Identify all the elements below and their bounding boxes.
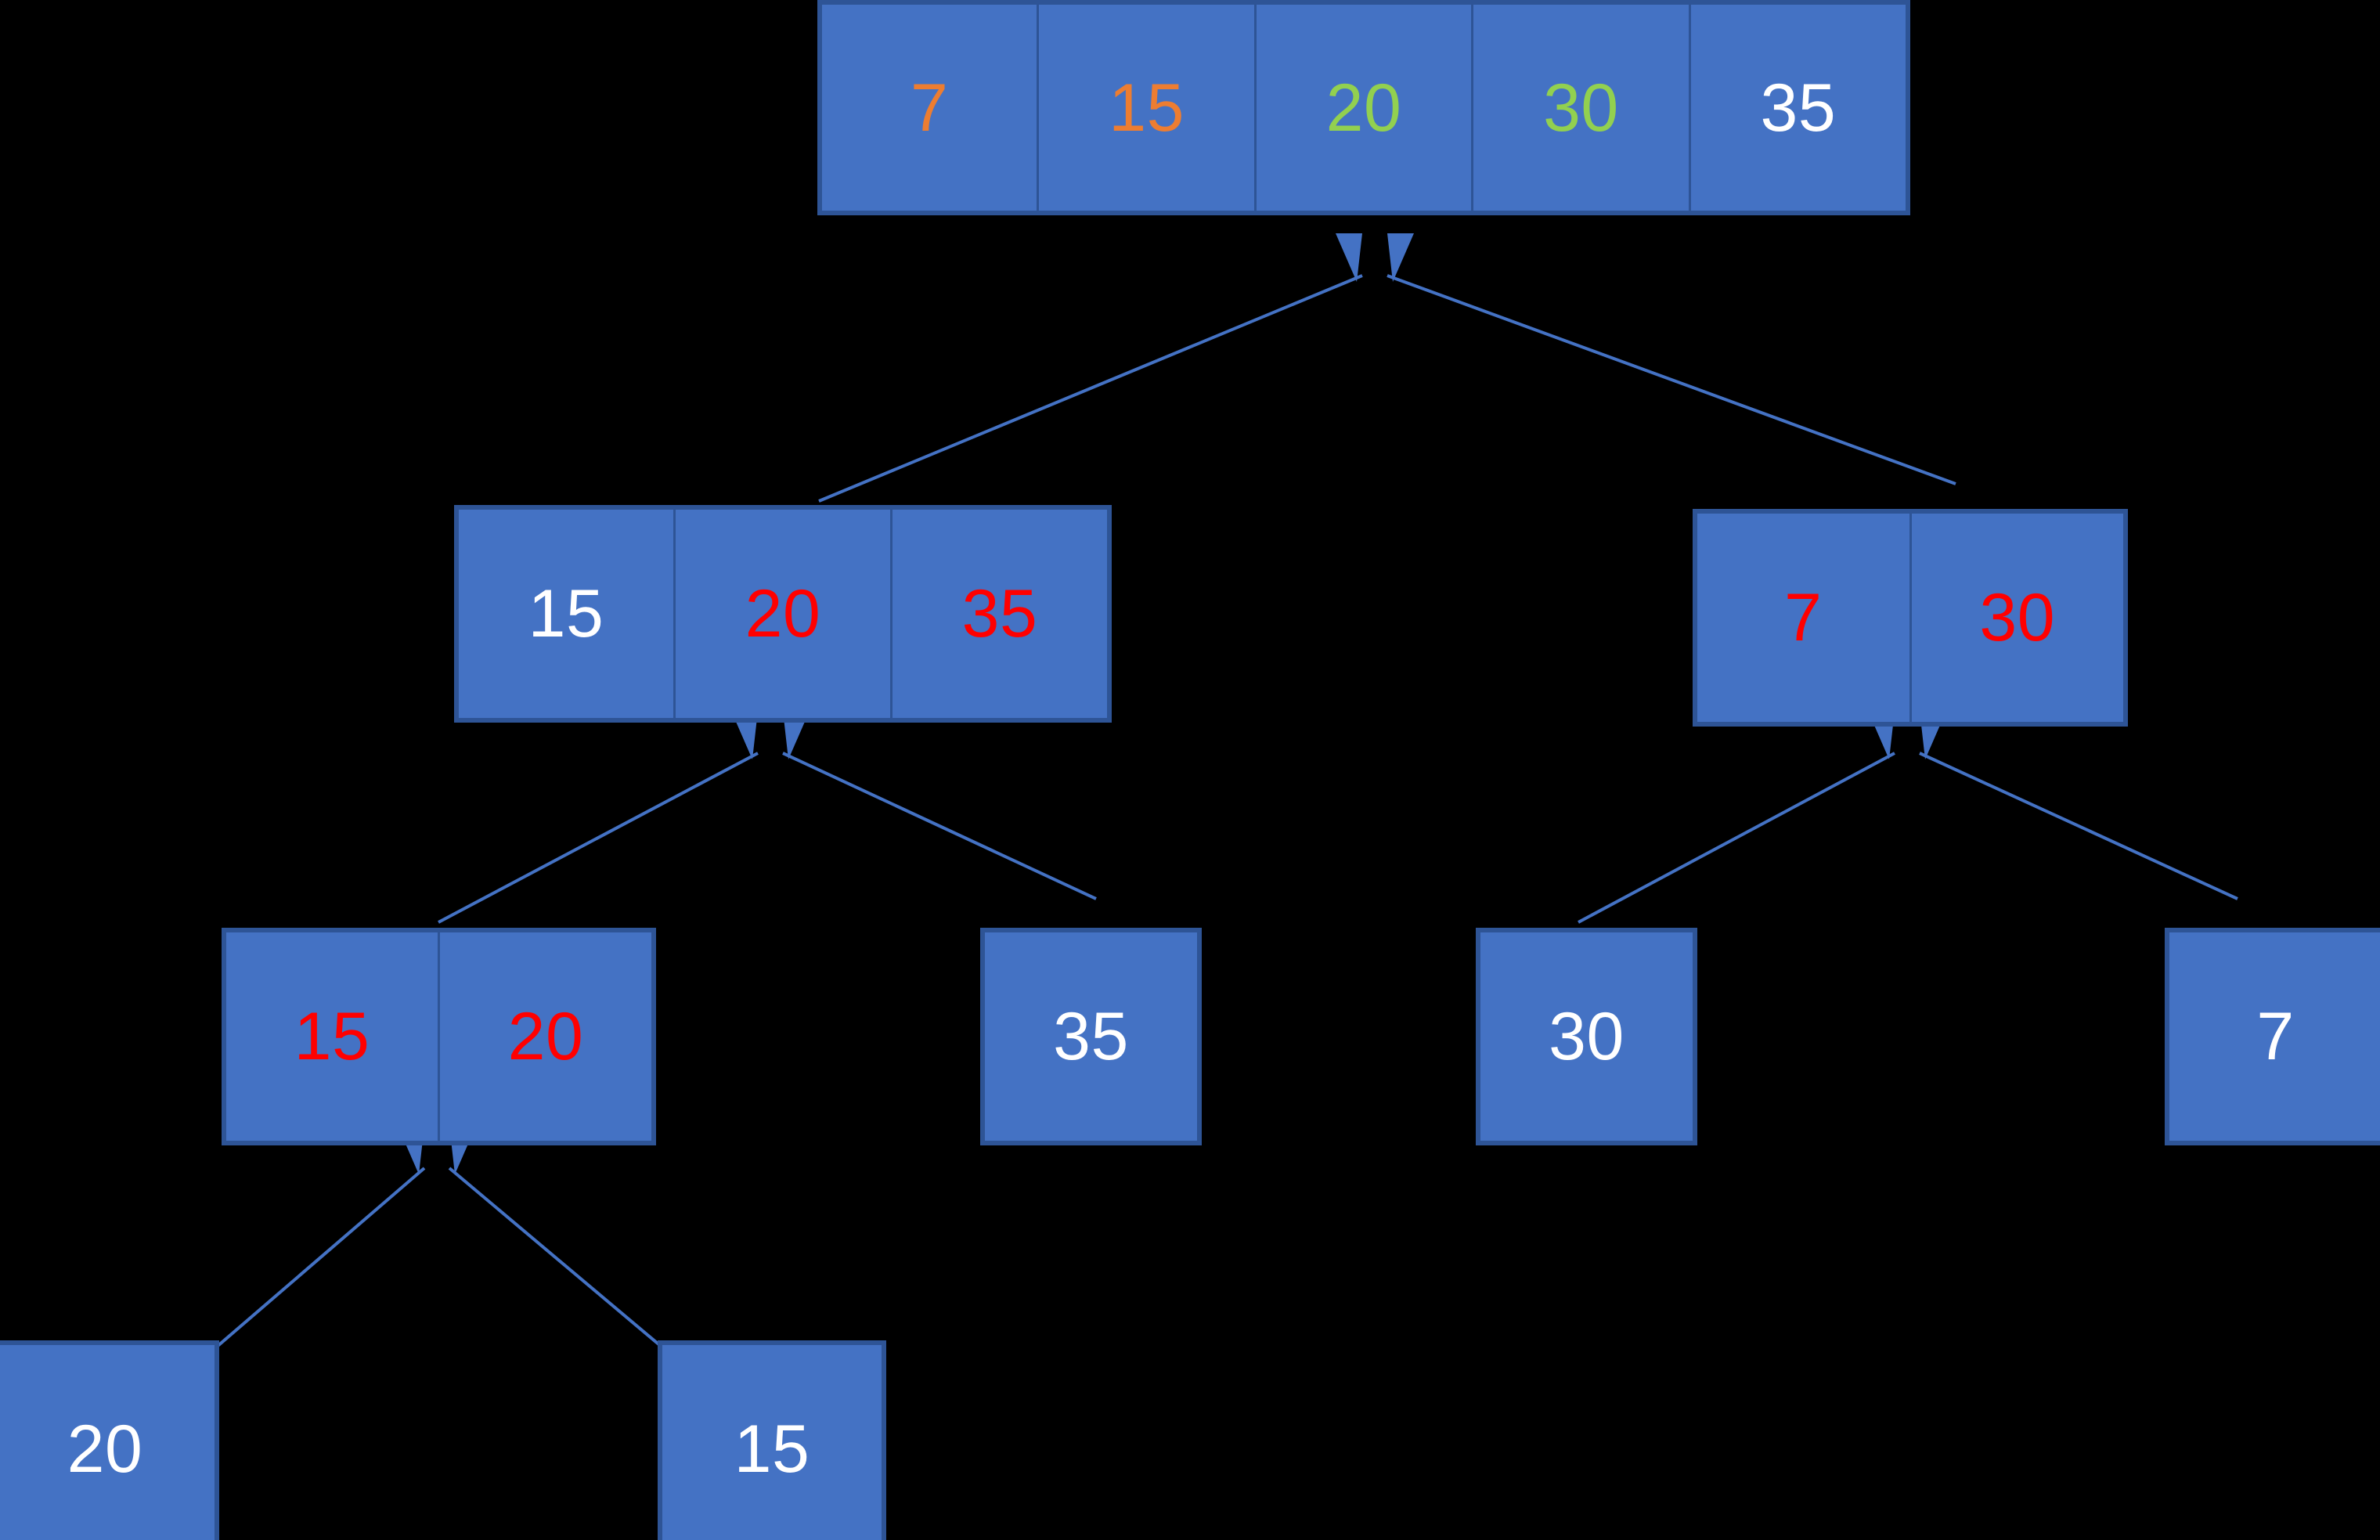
key-cell: 30	[1911, 514, 2123, 722]
key-cell: 30	[1480, 932, 1693, 1141]
key-cell: 7	[822, 5, 1040, 211]
connector-l1right-from-l2-d	[1919, 711, 2238, 900]
connector-line	[818, 274, 1363, 503]
connector-line	[1919, 752, 2238, 900]
key-cell: 35	[1690, 5, 1906, 211]
key-cell: 7	[2169, 932, 2380, 1141]
key-cell: 15	[662, 1345, 882, 1540]
key-cell: 20	[440, 932, 651, 1141]
tree-node-l3-a[interactable]: 20	[0, 1340, 219, 1540]
key-cell: 35	[892, 510, 1107, 718]
connector-l1left-from-l2-b	[782, 711, 1097, 900]
connector-line	[782, 752, 1097, 900]
tree-node-l3-b[interactable]: 15	[658, 1340, 886, 1540]
connector-line	[1387, 274, 1956, 485]
connector-line	[438, 752, 759, 924]
connector-root-from-l1-right	[1387, 233, 1956, 485]
key-cell: 20	[676, 510, 892, 718]
arrowhead-icon	[1387, 233, 1414, 282]
tree-node-l2-b[interactable]: 35	[980, 928, 1202, 1145]
connector-l1right-from-l2-c	[1578, 711, 1895, 924]
connector-root-from-l1-left	[818, 233, 1363, 503]
connector-l1left-from-l2-a	[438, 711, 759, 924]
arrowhead-icon	[1336, 233, 1362, 282]
connector-line	[1578, 752, 1895, 924]
key-cell: 15	[226, 932, 440, 1141]
tree-node-l2-c[interactable]: 30	[1476, 928, 1697, 1145]
key-cell: 15	[459, 510, 676, 718]
key-cell: 15	[1039, 5, 1257, 211]
key-cell: 20	[1256, 5, 1474, 211]
key-cell: 35	[985, 932, 1197, 1141]
key-cell: 7	[1697, 514, 1912, 722]
key-cell: 20	[0, 1345, 215, 1540]
key-cell: 30	[1473, 5, 1691, 211]
tree-node-l2-d[interactable]: 7	[2165, 928, 2380, 1145]
